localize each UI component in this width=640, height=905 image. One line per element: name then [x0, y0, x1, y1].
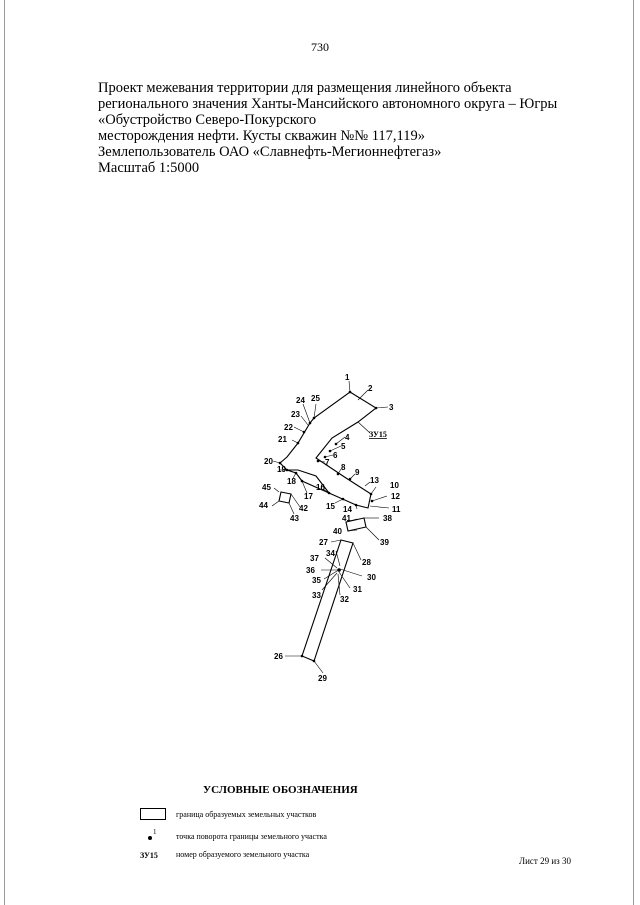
sheet-number: Лист 29 из 30	[519, 856, 571, 866]
point-label-41: 41	[342, 514, 351, 523]
legend-row-point: 1 точка поворота границы земельного учас…	[140, 828, 327, 842]
point-label-20: 20	[264, 457, 273, 466]
point-label-25: 25	[311, 394, 320, 403]
point-label-12: 12	[391, 492, 400, 501]
point-label-30: 30	[367, 573, 376, 582]
legend-row-boundary: граница образуемых земельных участков	[140, 808, 316, 820]
heading-line-6: Масштаб 1:5000	[98, 160, 200, 176]
point-label-21: 21	[278, 435, 287, 444]
point-label-18: 18	[287, 477, 296, 486]
turning-points	[278, 390, 378, 663]
heading-line-3: «Обустройство Северо-Покурского	[98, 112, 317, 128]
point-label-37: 37	[310, 554, 319, 563]
point-label-4: 4	[345, 433, 350, 442]
legend-row-parcel: ЗУ15 номер образуемого земельного участк…	[140, 850, 309, 860]
heading-line-2: регионального значения Ханты-Мансийского…	[98, 96, 558, 112]
point-label-5: 5	[341, 442, 346, 451]
point-label-13: 13	[370, 476, 379, 485]
point-label-28: 28	[362, 558, 371, 567]
parcel-symbol: ЗУ15	[140, 850, 158, 860]
page-number: 730	[311, 40, 329, 54]
document-heading: Проект межевания территории для размещен…	[98, 80, 618, 176]
point-label-19: 19	[277, 465, 286, 474]
point-label-10: 10	[390, 481, 399, 490]
point-label-3: 3	[389, 403, 394, 412]
point-label-2: 2	[368, 384, 373, 393]
legend-title: УСЛОВНЫЕ ОБОЗНАЧЕНИЯ	[203, 784, 358, 796]
point-label-6: 6	[333, 451, 338, 460]
point-label-39: 39	[380, 538, 389, 547]
point-label-17: 17	[304, 492, 313, 501]
legend-boundary-label: граница образуемых земельных участков	[176, 810, 317, 819]
scan-edge-left	[4, 0, 5, 905]
scan-edge-right	[633, 0, 634, 905]
point-label-9: 9	[355, 468, 360, 477]
point-label-40: 40	[333, 527, 342, 536]
point-label-45: 45	[262, 483, 271, 492]
parcel-number-label: ЗУ15	[369, 430, 387, 439]
point-label-31: 31	[353, 585, 362, 594]
point-label-27: 27	[319, 538, 328, 547]
point-label-16: 16	[316, 483, 325, 492]
point-label-43: 43	[290, 514, 299, 523]
point-label-26: 26	[274, 652, 283, 661]
heading-line-4: месторождения нефти. Кусты скважин №№ 11…	[98, 128, 426, 144]
legend-point-label: точка поворота границы земельного участк…	[176, 832, 327, 841]
point-label-24: 24	[296, 396, 305, 405]
point-label-32: 32	[340, 595, 349, 604]
point-label-1: 1	[345, 373, 350, 382]
point-label-44: 44	[259, 501, 268, 510]
boundary-symbol	[140, 808, 166, 820]
point-label-8: 8	[341, 463, 346, 472]
point-dot-icon	[148, 836, 152, 840]
point-label-14: 14	[343, 505, 352, 514]
point-label-7: 7	[325, 458, 330, 467]
heading-line-5: Землепользователь ОАО «Славнефть-Мегионн…	[98, 144, 442, 160]
legend-parcel-label: номер образуемого земельного участка	[176, 850, 310, 859]
point-label-35: 35	[312, 576, 321, 585]
parcel-boundary-small-left	[278, 491, 292, 504]
point-label-11: 11	[392, 505, 401, 514]
parcel-inner-line	[287, 469, 330, 494]
point-label-29: 29	[318, 674, 327, 683]
point-label-33: 33	[312, 591, 321, 600]
point-labels: 1 2 3 4 5 6 7 8 9 10 11 12 13 14 15 16 1…	[259, 373, 401, 683]
point-label-22: 22	[284, 423, 293, 432]
point-label-38: 38	[383, 514, 392, 523]
point-label-42: 42	[299, 504, 308, 513]
point-label-23: 23	[291, 410, 300, 419]
point-label-15: 15	[326, 502, 335, 511]
point-symbol-number: 1	[153, 828, 157, 836]
point-symbol: 1	[140, 828, 164, 842]
point-label-34: 34	[326, 549, 335, 558]
point-label-36: 36	[306, 566, 315, 575]
heading-line-1: Проект межевания территории для размещен…	[98, 80, 512, 96]
